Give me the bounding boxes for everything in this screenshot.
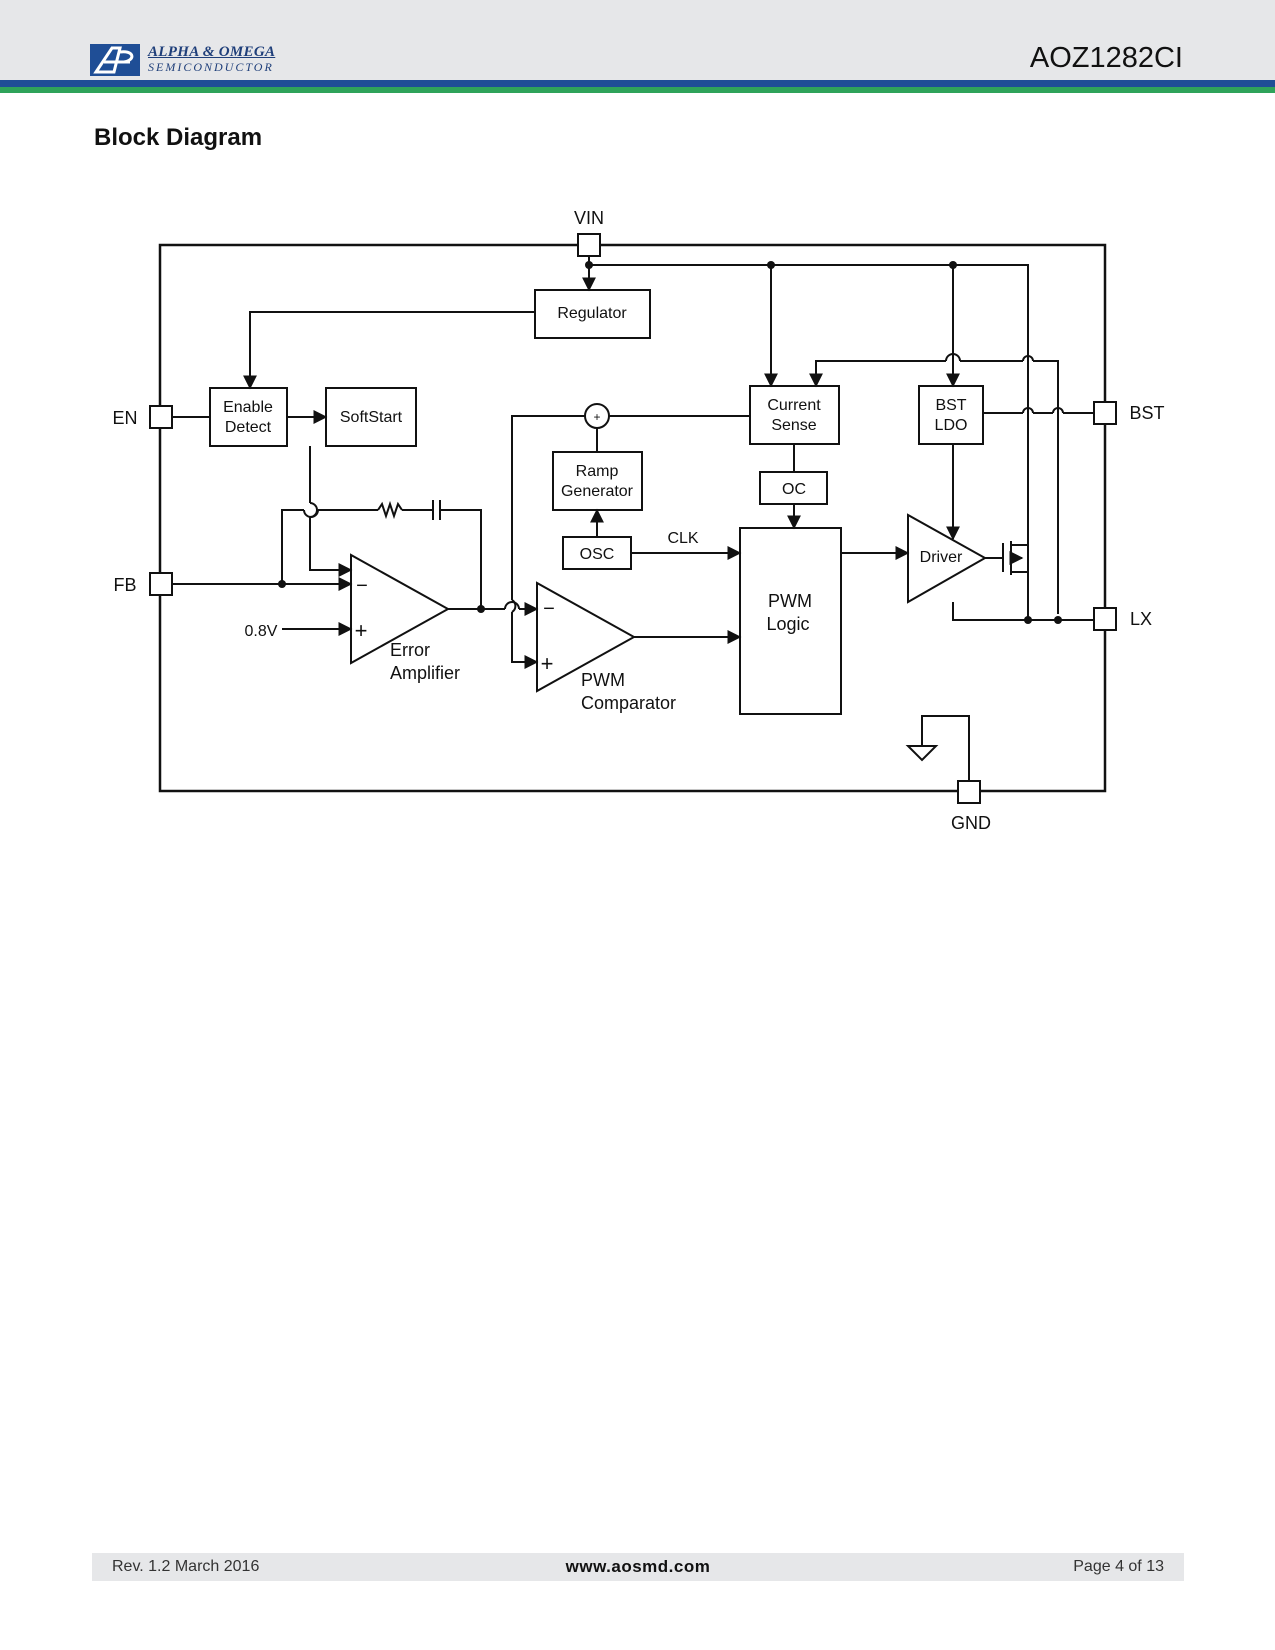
page-header	[0, 0, 1275, 80]
pwm-comp-plus: +	[541, 651, 554, 676]
pwm-comparator-label-1: PWM	[581, 670, 625, 690]
enable-detect-block	[209, 387, 288, 447]
softstart-label: SoftStart	[340, 409, 403, 426]
pin-en-box	[149, 405, 173, 429]
error-amplifier-symbol	[350, 553, 451, 665]
pin-lx-box	[1093, 607, 1117, 631]
footer-revision: Rev. 1.2 March 2016	[112, 1558, 260, 1575]
ramp-generator-block	[552, 451, 643, 511]
bst-ldo-block	[918, 385, 984, 445]
pwm-comparator-label-2: Comparator	[581, 693, 676, 713]
logo-company-subtitle: SEMICONDUCTOR	[148, 60, 274, 74]
regulator-label: Regulator	[557, 305, 627, 322]
pin-gnd-label: GND	[951, 813, 991, 833]
page-footer: Rev. 1.2 March 2016 www.aosmd.com Page 4…	[92, 1553, 1184, 1581]
driver-label: Driver	[920, 549, 963, 566]
error-amp-plus: +	[355, 618, 368, 643]
header-rule-blue	[0, 80, 1275, 87]
logo-company-name: ALPHA & OMEGA	[148, 44, 276, 60]
current-sense-block	[749, 385, 840, 445]
footer-page-number: Page 4 of 13	[1073, 1558, 1164, 1575]
current-sense-label-1: Current	[767, 397, 821, 414]
company-logo: ALPHA & OMEGA SEMICONDUCTOR	[90, 44, 310, 76]
pwm-comparator-symbol	[536, 581, 637, 693]
pwm-comp-minus: −	[543, 598, 555, 620]
pin-bst-label: BST	[1129, 403, 1164, 423]
pin-gnd-box	[957, 780, 981, 804]
reference-voltage-label: 0.8V	[245, 623, 278, 640]
pin-lx-label: LX	[1130, 609, 1152, 629]
osc-label: OSC	[580, 546, 615, 563]
footer-website-link[interactable]: www.aosmd.com	[565, 1557, 711, 1576]
pin-vin-label: VIN	[574, 208, 604, 228]
pwm-logic-label-1: PWM	[768, 591, 812, 611]
pin-fb-label: FB	[113, 575, 136, 595]
bst-ldo-label-2: LDO	[935, 417, 968, 434]
bst-ldo-label-1: BST	[935, 397, 966, 414]
clk-label: CLK	[667, 530, 698, 547]
pin-bst-box	[1093, 401, 1117, 425]
error-amplifier-label-2: Amplifier	[390, 663, 460, 683]
section-title: Block Diagram	[94, 124, 263, 151]
pwm-logic-label-2: Logic	[766, 614, 809, 634]
summing-node-plus: +	[593, 410, 600, 424]
logo-mark	[90, 44, 140, 76]
pin-en-label: EN	[112, 408, 137, 428]
enable-detect-label-2: Detect	[225, 419, 272, 436]
part-number: AOZ1282CI	[1029, 42, 1183, 74]
enable-detect-label-1: Enable	[223, 399, 273, 416]
ramp-generator-label-2: Generator	[561, 483, 634, 500]
pin-fb-box	[149, 572, 173, 596]
ramp-generator-label-1: Ramp	[576, 463, 619, 480]
error-amplifier-label-1: Error	[390, 640, 430, 660]
oc-label: OC	[782, 481, 806, 498]
pin-vin-box	[577, 233, 601, 257]
error-amp-minus: −	[356, 575, 368, 597]
chip-boundary	[158, 243, 1107, 793]
header-rule-green	[0, 87, 1275, 93]
current-sense-label-2: Sense	[771, 417, 816, 434]
